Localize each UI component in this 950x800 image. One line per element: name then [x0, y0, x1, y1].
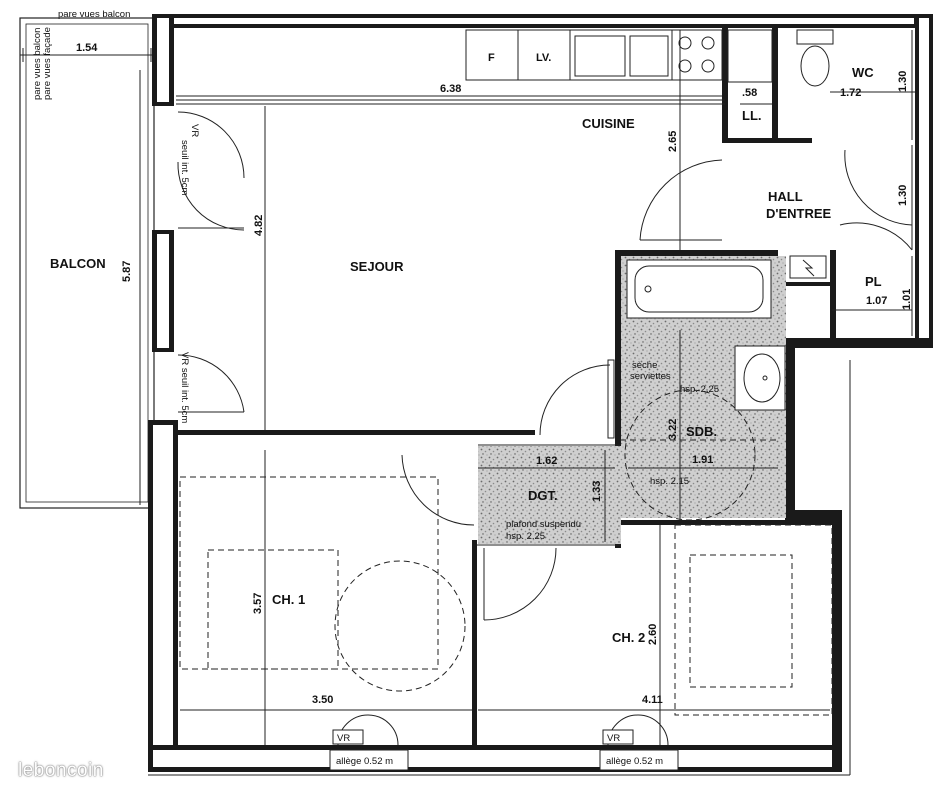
note-hsp-sdb-bottom: hsp. 2.15	[650, 476, 689, 487]
dim-wc-length: 1.30	[897, 71, 909, 92]
note-seche-1: sèche	[632, 360, 657, 371]
note-vr-seuil-1: VR	[189, 124, 200, 137]
dim-cuisine-depth: 2.65	[667, 131, 679, 152]
allege-box-ch2	[599, 749, 679, 771]
dim-ch1-length: 3.57	[252, 593, 264, 614]
note-plafond-2: hsp. 2.25	[506, 531, 545, 542]
room-label-balcon: BALCON	[50, 256, 106, 271]
note-balcon-side-1: pare vues balcon	[32, 28, 43, 100]
dim-hall-length: 1.30	[897, 185, 909, 206]
dishwasher-label: LV.	[536, 52, 551, 64]
note-hsp-sdb-top: hsp. 2.25	[680, 384, 719, 395]
room-label-sejour: SEJOUR	[350, 259, 404, 274]
dim-wc-width: 1.72	[840, 87, 861, 99]
note-allege-ch2: allège 0.52 m	[606, 756, 663, 767]
room-label-sdb: SDB.	[686, 424, 717, 439]
note-vr-ch1: VR	[337, 733, 350, 744]
dim-ch2-width: 4.11	[642, 694, 663, 706]
dimension-lines	[139, 30, 915, 745]
watermark-logo: leboncoin	[18, 760, 104, 781]
furniture-dashes	[179, 389, 833, 716]
bathtub	[626, 259, 772, 319]
note-seche-2: serviettes	[630, 371, 671, 382]
dim-sejour-width: 4.82	[253, 215, 265, 236]
vr-box-ch1	[332, 729, 364, 745]
allege-box-ch1	[329, 749, 409, 771]
door-swings	[177, 111, 913, 746]
dgt-floor	[478, 446, 621, 544]
note-balcon-top: pare vues balcon	[58, 9, 130, 20]
vr-box-ch2	[602, 729, 634, 745]
dim-ch2-length: 2.60	[647, 624, 659, 645]
electric-panel-icon	[789, 255, 827, 279]
dim-dgt-length: 1.33	[591, 481, 603, 502]
dim-dgt-width: 1.62	[536, 455, 557, 467]
room-label-pl: PL	[865, 274, 882, 289]
room-label-wc: WC	[852, 65, 874, 80]
room-label-ch1: CH. 1	[272, 592, 305, 607]
note-plafond-1: plafond suspendu	[506, 519, 581, 530]
dim-ll-width: .58	[742, 87, 757, 99]
dim-ch1-width: 3.50	[312, 694, 333, 706]
washbasin	[734, 345, 786, 411]
note-vr-seuil-lower: VR seuil int. 5cm	[179, 352, 190, 423]
dim-sejour-length: 6.38	[440, 83, 461, 95]
towel-dryer	[607, 359, 615, 439]
dim-pl-length: 1.01	[901, 289, 913, 310]
room-label-hall-2: D'ENTREE	[766, 206, 832, 221]
kitchen-fixtures	[465, 29, 773, 83]
room-label-ch2: CH. 2	[612, 630, 645, 645]
dim-pl-width: 1.07	[866, 295, 887, 307]
note-balcon-side-2: pare vues façade	[42, 27, 53, 100]
exterior-walls	[148, 14, 933, 776]
fridge-label: F	[488, 52, 495, 64]
note-allege-ch1: allège 0.52 m	[336, 756, 393, 767]
note-vr-seuil-2: seuil int. 5cm	[179, 140, 190, 196]
dim-sdb-length: 3.22	[667, 419, 679, 440]
room-label-ll: LL.	[742, 108, 762, 123]
room-label-hall-1: HALL	[768, 189, 803, 204]
room-label-dgt: DGT.	[528, 488, 558, 503]
dim-balcon-width: 1.54	[76, 42, 98, 54]
dim-sdb-width: 1.91	[692, 454, 713, 466]
note-vr-ch2: VR	[607, 733, 620, 744]
toilet	[796, 29, 834, 87]
room-label-cuisine: CUISINE	[582, 116, 635, 131]
dim-balcon-length: 5.87	[121, 261, 133, 282]
